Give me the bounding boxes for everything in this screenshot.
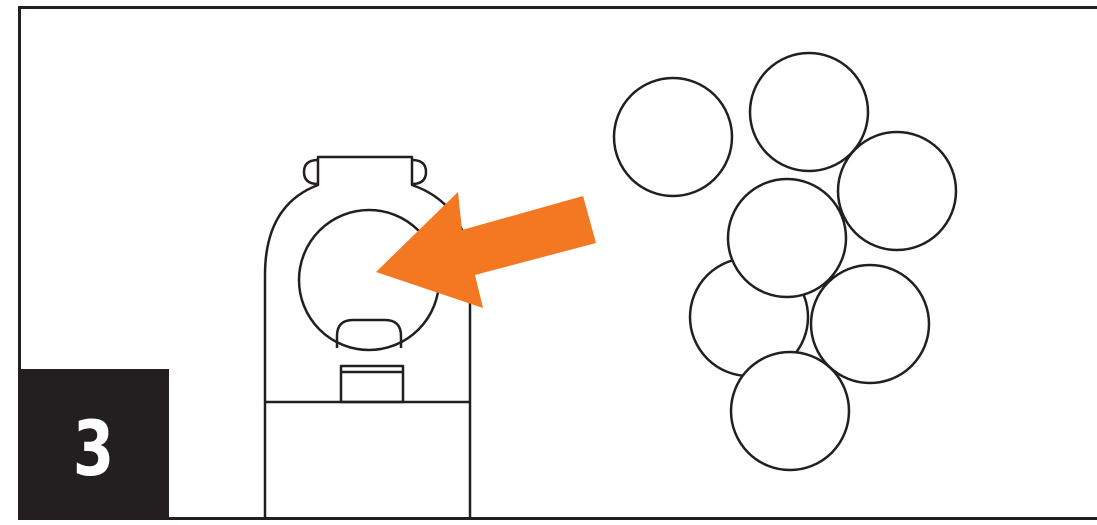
pod-icon <box>729 350 851 472</box>
pod-icon <box>612 76 734 198</box>
pod-icon <box>836 130 958 252</box>
insert-arrow-icon <box>376 192 596 308</box>
pod-group <box>612 51 958 472</box>
illustration-frame <box>18 6 1097 520</box>
pod-icon <box>726 177 848 299</box>
pod-icon <box>748 51 870 173</box>
pod-icon <box>809 263 931 385</box>
step-badge: 3 <box>18 369 169 520</box>
step-number: 3 <box>72 403 115 493</box>
